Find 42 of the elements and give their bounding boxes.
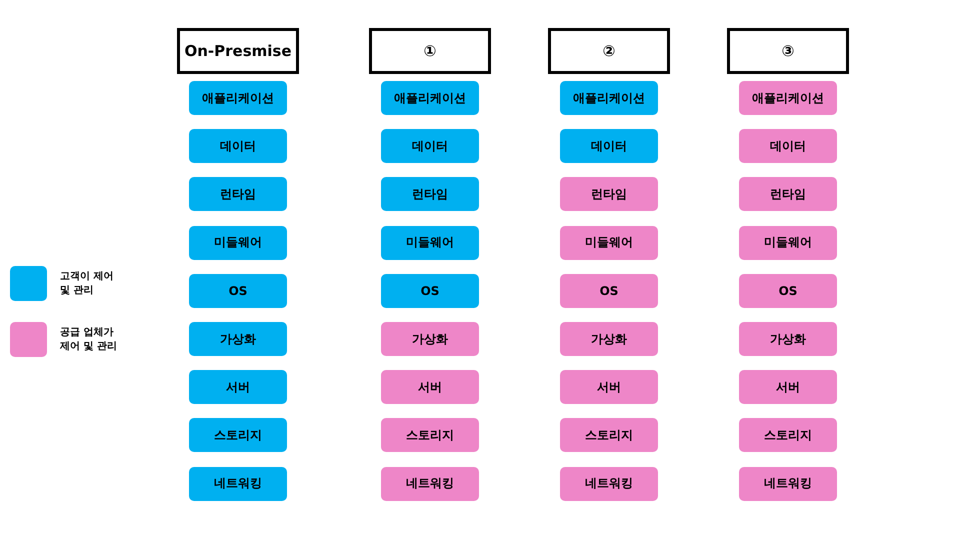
layer-tile: OS (560, 274, 658, 308)
layer-tile: 네트워킹 (739, 466, 837, 501)
layer-tile: 데이터 (381, 129, 479, 164)
layer-tile: 애플리케이션 (381, 81, 479, 115)
column-header-box: ② (548, 28, 670, 74)
layer-tile: 스토리지 (189, 418, 287, 452)
layer-tile: 네트워킹 (381, 466, 479, 501)
layer-tile: 서버 (189, 370, 287, 404)
layer-tile: 가상화 (189, 322, 287, 356)
layer-tile: 미들웨어 (560, 226, 658, 260)
column-header-box: ③ (727, 28, 849, 74)
layer-tile: 데이터 (560, 129, 658, 164)
column-header-box: On-Presmise (177, 28, 299, 74)
layer-tile: 스토리지 (739, 418, 837, 452)
layer-tile: 데이터 (189, 129, 287, 164)
legend-label: 고객이 제어 및 관리 (60, 270, 114, 298)
layer-tile: 스토리지 (381, 418, 479, 452)
layer-tile: 서버 (739, 370, 837, 404)
layer-tile: 미들웨어 (739, 226, 837, 260)
layer-tile: 애플리케이션 (560, 81, 658, 115)
layer-tile: OS (739, 274, 837, 308)
layer-tile: 애플리케이션 (189, 81, 287, 115)
layer-tile: 런타임 (381, 177, 479, 212)
layer-tile: 미들웨어 (381, 226, 479, 260)
layer-tile: 가상화 (560, 322, 658, 356)
layer-tile: 네트워킹 (189, 466, 287, 501)
layer-tile: 스토리지 (560, 418, 658, 452)
layer-tile: 가상화 (739, 322, 837, 356)
layer-tile: OS (189, 274, 287, 308)
layer-tile: 네트워킹 (560, 466, 658, 501)
layer-tile: 데이터 (739, 129, 837, 164)
column-header-box: ① (369, 28, 491, 74)
layer-tile: 가상화 (381, 322, 479, 356)
layer-tile: 런타임 (739, 177, 837, 212)
layer-tile: 런타임 (560, 177, 658, 212)
layer-tile: 서버 (560, 370, 658, 404)
layer-tile: 애플리케이션 (739, 81, 837, 115)
layer-tile: 서버 (381, 370, 479, 404)
legend-label: 공급 업체가 제어 및 관리 (60, 326, 118, 354)
layer-tile: 런타임 (189, 177, 287, 212)
layer-tile: 미들웨어 (189, 226, 287, 260)
layer-tile: OS (381, 274, 479, 308)
